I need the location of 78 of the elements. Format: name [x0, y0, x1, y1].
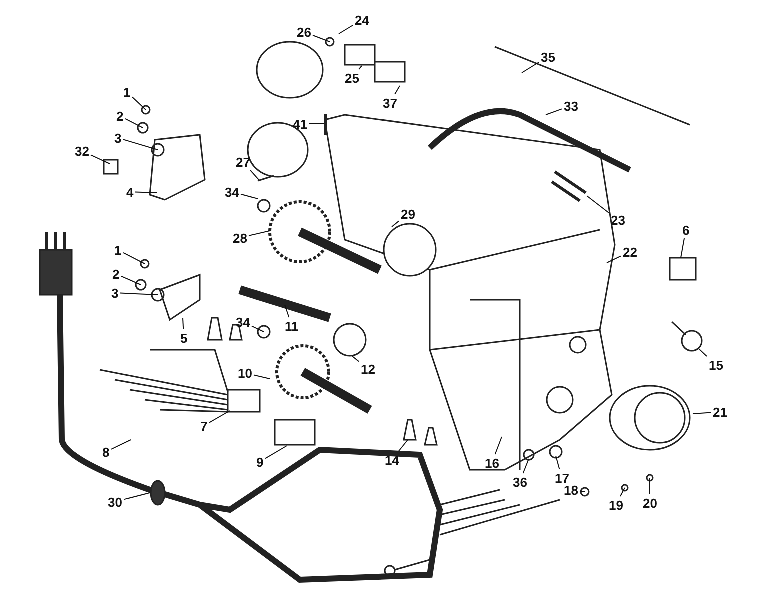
- callout-number: 26: [297, 24, 312, 40]
- callout-number: 41: [293, 116, 308, 132]
- callout-number: 3: [112, 286, 119, 300]
- leader-line: [120, 292, 158, 296]
- leader-line: [692, 412, 712, 414]
- leader-line: [606, 256, 622, 264]
- callout-number: 30: [108, 494, 122, 510]
- leader-line: [265, 446, 288, 460]
- callout-number: 35: [541, 50, 556, 64]
- callout-number: 17: [555, 470, 570, 486]
- callout-number: 5: [180, 330, 188, 346]
- callout-number: 14: [385, 452, 400, 468]
- callout-number: 32: [75, 144, 90, 158]
- leader-line: [698, 348, 708, 357]
- leader-line: [392, 220, 400, 228]
- leader-line: [240, 194, 258, 200]
- leader-line: [124, 492, 150, 500]
- callout-number: 12: [361, 362, 376, 376]
- callout-number: 4: [126, 184, 134, 200]
- leader-line: [358, 66, 362, 70]
- leader-line: [620, 488, 626, 497]
- callout-number: 20: [643, 496, 658, 510]
- leader-line: [338, 25, 354, 34]
- leader-line: [680, 238, 685, 258]
- callout-number: 22: [623, 244, 638, 260]
- leader-line: [352, 356, 360, 362]
- leader-line: [586, 196, 610, 214]
- leader-line: [125, 118, 144, 128]
- callout-number: 37: [383, 96, 398, 110]
- callout-number: 9: [256, 454, 264, 470]
- callout-number: 15: [709, 358, 724, 372]
- leader-line: [522, 458, 530, 474]
- leader-line: [248, 230, 270, 236]
- leader-line: [254, 374, 270, 380]
- leader-line: [182, 318, 184, 330]
- leader-line: [494, 436, 502, 455]
- callout-number: 23: [611, 212, 626, 228]
- leader-line: [90, 154, 110, 164]
- callout-number: 16: [485, 456, 500, 470]
- leader-line: [123, 139, 158, 150]
- callout-number: 21: [713, 404, 728, 420]
- leader-line: [312, 35, 330, 42]
- callout-number: 1: [114, 242, 122, 258]
- callout-number: 2: [112, 266, 120, 282]
- leader-line: [284, 304, 290, 318]
- leader-line: [132, 96, 146, 110]
- callout-number: 1: [124, 84, 131, 100]
- leader-line: [135, 192, 158, 194]
- callout-number: 7: [200, 418, 208, 434]
- callout-number: 3: [114, 130, 122, 146]
- leader-line: [580, 490, 586, 492]
- callout-number: 18: [564, 482, 578, 498]
- callout-number: 34: [236, 314, 250, 330]
- leader-line: [250, 170, 260, 180]
- leader-line: [123, 252, 146, 264]
- callout-number: 6: [682, 222, 690, 238]
- leader-line: [252, 326, 264, 332]
- leader-line: [209, 410, 230, 424]
- leader-line: [121, 276, 142, 286]
- leader-line: [556, 456, 560, 470]
- callout-number: 36: [513, 474, 528, 490]
- callout-number: 29: [401, 206, 416, 222]
- callout-number: 24: [355, 12, 370, 28]
- callout-number: 34: [225, 184, 240, 200]
- callout-number: 25: [345, 70, 360, 86]
- callout-number: 8: [102, 444, 110, 460]
- callout-number: 19: [609, 498, 624, 512]
- leader-line: [546, 108, 562, 116]
- leader-line: [522, 62, 540, 74]
- leader-line: [111, 440, 132, 450]
- callout-number: 2: [116, 108, 124, 124]
- callout-number: 27: [236, 154, 250, 170]
- callout-number: 10: [238, 366, 252, 380]
- leader-line: [394, 86, 400, 95]
- callout-number: 33: [564, 98, 578, 114]
- callout-number: 28: [233, 230, 248, 246]
- leader-line: [398, 440, 408, 452]
- callout-number: 11: [285, 318, 299, 334]
